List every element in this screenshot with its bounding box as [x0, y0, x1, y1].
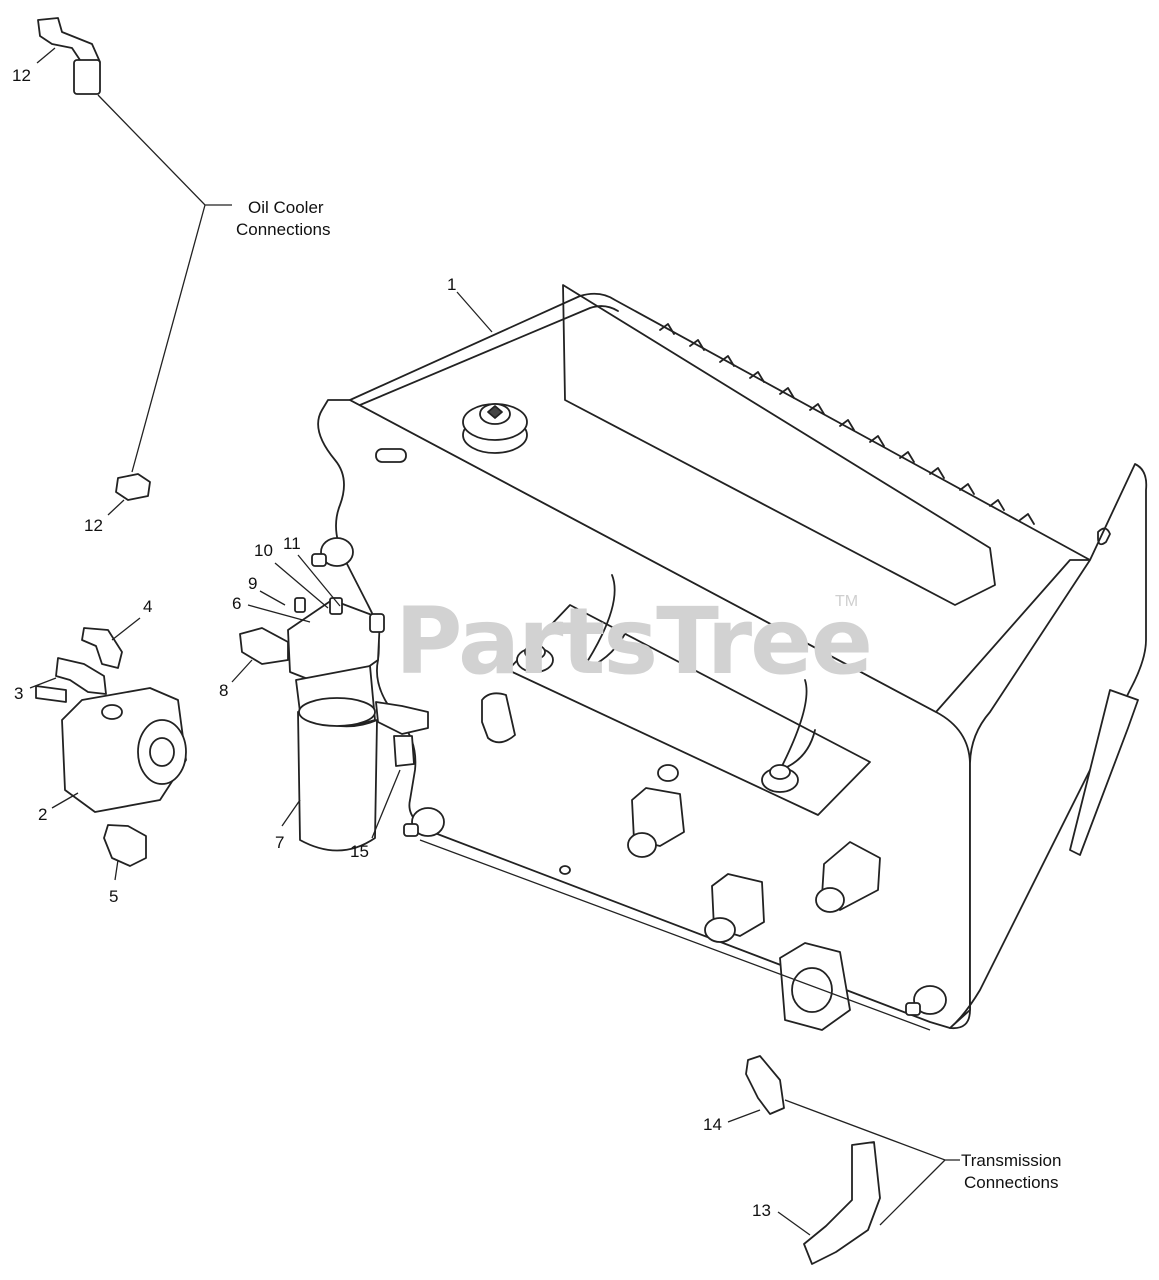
- callout-12-upper: 12: [12, 66, 31, 85]
- callout-3: 3: [14, 684, 24, 703]
- oil-cooler-note-line1: Oil Cooler: [248, 198, 324, 217]
- transmission-note-line2: Connections: [964, 1173, 1059, 1192]
- fitting-3: [55, 657, 107, 695]
- callout-2: 2: [38, 805, 48, 824]
- watermark-trademark: TM: [835, 593, 859, 610]
- fitting-13: [803, 1141, 881, 1265]
- hydraulic-pump: [35, 685, 187, 813]
- callout-7: 7: [275, 833, 285, 852]
- callout-12-lower: 12: [84, 516, 103, 535]
- leader-lines: [29, 47, 960, 1236]
- callout-4: 4: [143, 597, 153, 616]
- oil-cooler-connections-note: Oil Cooler Connections: [236, 197, 331, 241]
- callout-1: 1: [447, 275, 457, 294]
- fitting-4: [81, 627, 123, 669]
- callout-11: 11: [283, 534, 301, 553]
- watermark-text: PartsTree: [395, 588, 873, 695]
- fitting-12-upper: [37, 17, 101, 95]
- callout-9: 9: [248, 574, 258, 593]
- callout-15: 15: [350, 842, 369, 861]
- fitting-14: [745, 1055, 785, 1115]
- transmission-connections-note: Transmission Connections: [961, 1150, 1061, 1194]
- callout-5: 5: [109, 887, 119, 906]
- callout-8: 8: [219, 681, 229, 700]
- fitting-5: [103, 824, 147, 867]
- transmission-note-line1: Transmission: [961, 1151, 1062, 1170]
- filter-assembly: [239, 597, 429, 852]
- callout-14: 14: [703, 1115, 722, 1134]
- callout-10: 10: [254, 541, 273, 560]
- oil-cooler-note-line2: Connections: [236, 220, 331, 239]
- callout-6: 6: [232, 594, 242, 613]
- callout-13: 13: [752, 1201, 771, 1220]
- hydraulic-tank: [311, 284, 1148, 1031]
- fitting-12-lower: [115, 473, 151, 501]
